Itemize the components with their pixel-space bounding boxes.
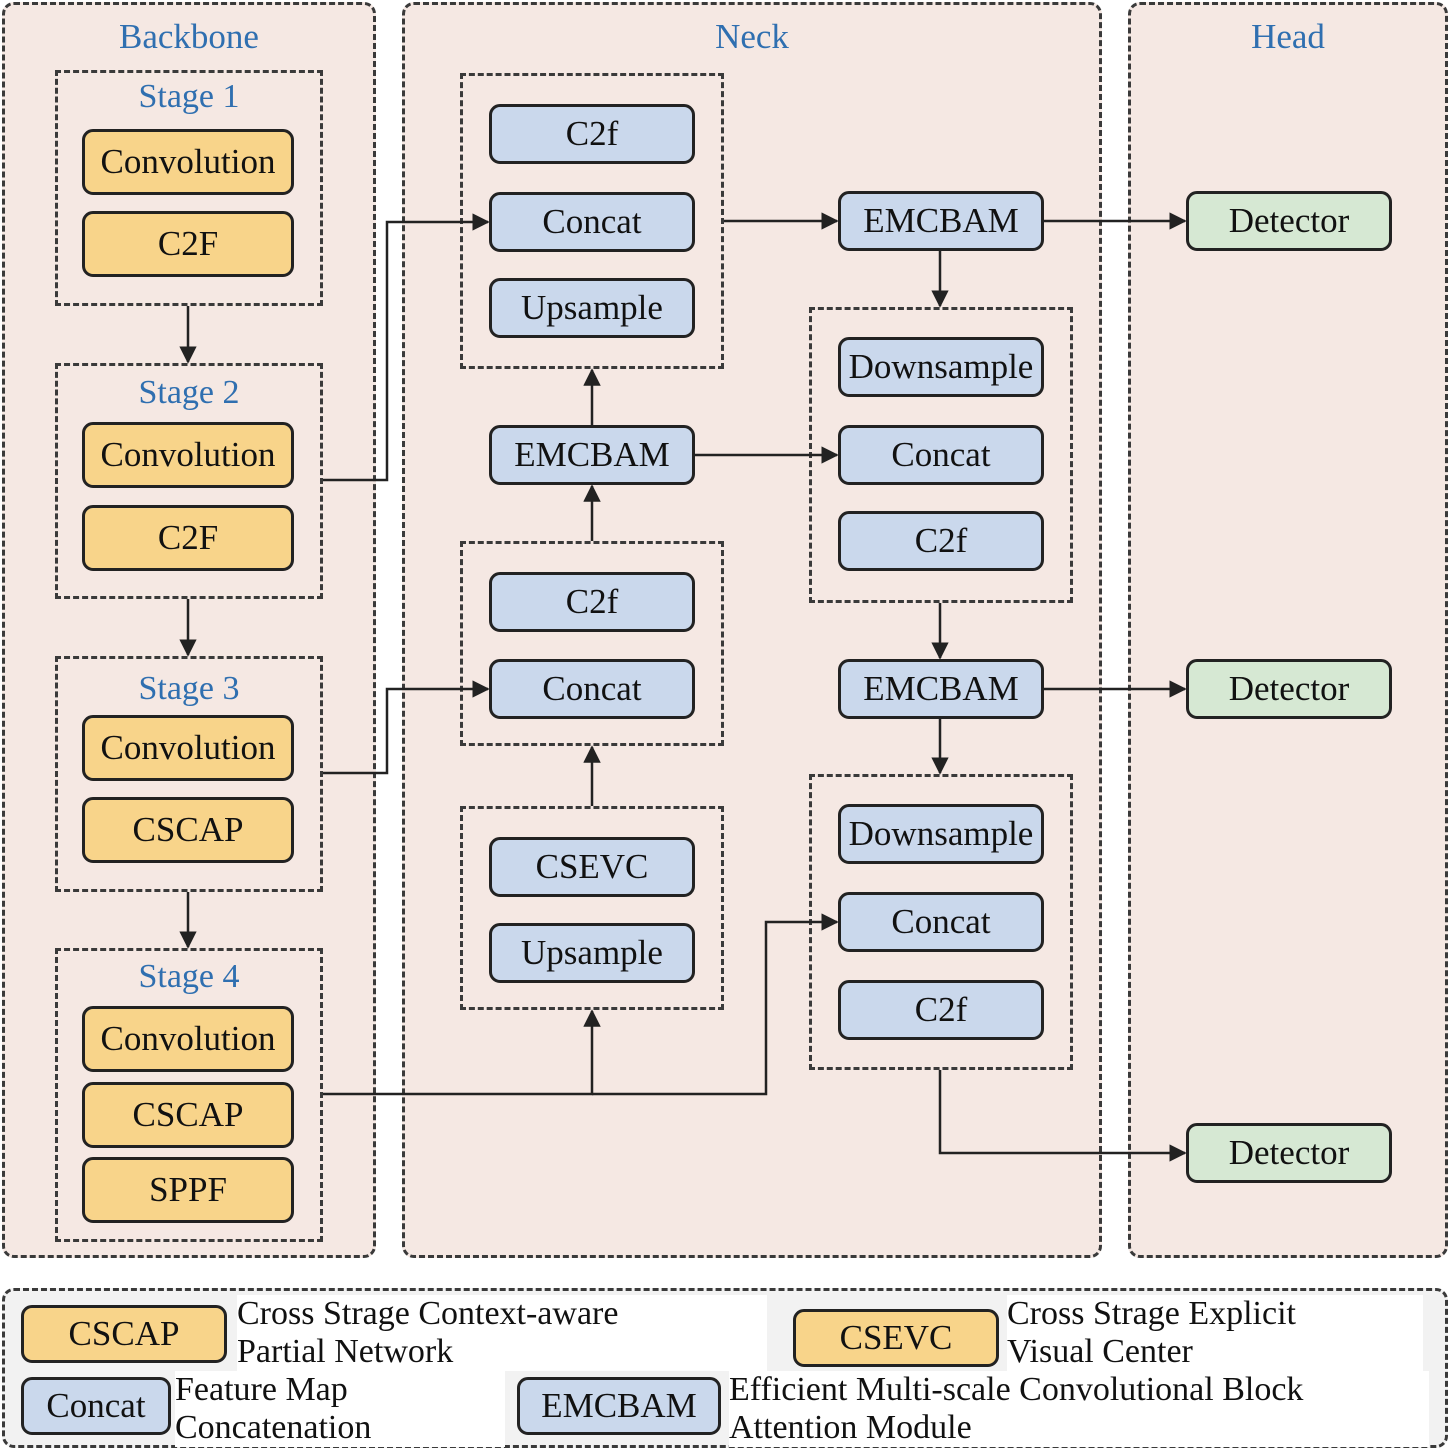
stage-1-c2f: C2F: [82, 211, 294, 277]
stage-1-convolution: Convolution: [82, 129, 294, 195]
stage-3-cscap: CSCAP: [82, 797, 294, 863]
neck-right1-concat: Concat: [838, 425, 1044, 485]
neck-mid-c2f: C2f: [489, 572, 695, 632]
neck-emcbam-top-right: EMCBAM: [838, 191, 1044, 251]
head-detector-2: Detector: [1186, 659, 1392, 719]
legend-key-csevc: CSEVC: [793, 1309, 999, 1367]
neck-emcbam-right-mid: EMCBAM: [838, 659, 1044, 719]
legend-key-emcbam: EMCBAM: [517, 1377, 721, 1435]
head-title: Head: [1251, 17, 1325, 56]
stage-2-title: Stage 2: [138, 374, 240, 411]
legend: CSCAP Cross Strage Context-aware Partial…: [2, 1288, 1448, 1448]
stage-1-group: [55, 70, 323, 306]
legend-desc-concat-line2: Concatenation: [175, 1409, 505, 1447]
head-detector-3: Detector: [1186, 1123, 1392, 1183]
legend-desc-csevc-line2: Visual Center: [1007, 1333, 1423, 1371]
legend-desc-cscap-line1: Cross Strage Context-aware: [237, 1295, 767, 1333]
neck-mid-group: [460, 541, 724, 746]
neck-right2-downsample: Downsample: [838, 804, 1044, 864]
neck-right1-downsample: Downsample: [838, 337, 1044, 397]
neck-top-upsample: Upsample: [489, 278, 695, 338]
neck-right1-c2f: C2f: [838, 511, 1044, 571]
neck-mid-concat: Concat: [489, 659, 695, 719]
legend-key-concat: Concat: [21, 1377, 171, 1435]
neck-right2-concat: Concat: [838, 892, 1044, 952]
stage-4-title: Stage 4: [138, 958, 240, 995]
legend-desc-cscap-line2: Partial Network: [237, 1333, 767, 1371]
neck-top-c2f: C2f: [489, 104, 695, 164]
legend-desc-emcbam-line1: Efficient Multi-scale Convolutional Bloc…: [729, 1371, 1429, 1409]
legend-key-cscap: CSCAP: [21, 1305, 227, 1363]
neck-right2-c2f: C2f: [838, 980, 1044, 1040]
stage-2-group: [55, 363, 323, 599]
stage-3-convolution: Convolution: [82, 715, 294, 781]
backbone-title: Backbone: [119, 17, 259, 56]
stage-2-c2f: C2F: [82, 505, 294, 571]
stage-2-convolution: Convolution: [82, 422, 294, 488]
legend-desc-concat-line1: Feature Map: [175, 1371, 505, 1409]
stage-4-group: [55, 948, 323, 1242]
neck-low-upsample: Upsample: [489, 923, 695, 983]
neck-title: Neck: [715, 17, 789, 56]
stage-1-title: Stage 1: [138, 78, 240, 115]
stage-3-group: [55, 656, 323, 892]
stage-3-title: Stage 3: [138, 670, 240, 707]
legend-desc-emcbam-line2: Attention Module: [729, 1409, 1429, 1447]
head-detector-1: Detector: [1186, 191, 1392, 251]
stage-4-cscap: CSCAP: [82, 1082, 294, 1148]
stage-4-convolution: Convolution: [82, 1006, 294, 1072]
neck-emcbam-mid: EMCBAM: [489, 425, 695, 485]
stage-4-sppf: SPPF: [82, 1157, 294, 1223]
legend-desc-csevc-line1: Cross Strage Explicit: [1007, 1295, 1423, 1333]
neck-low-csevc: CSEVC: [489, 837, 695, 897]
neck-top-concat: Concat: [489, 192, 695, 252]
